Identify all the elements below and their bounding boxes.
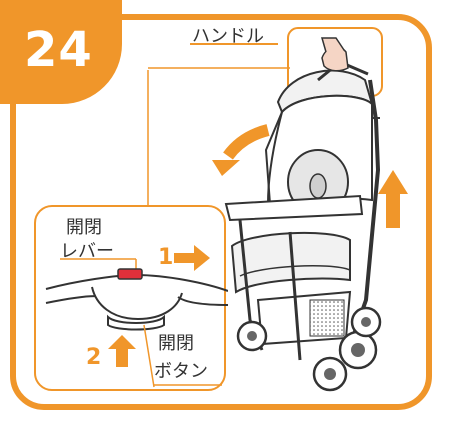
open-close-button <box>107 314 165 331</box>
step1-number: 1 <box>158 245 174 270</box>
lever-button-detail <box>45 245 228 388</box>
step2-number: 2 <box>86 345 102 370</box>
wheel-front-left <box>236 320 268 352</box>
bumper-bar <box>224 194 364 222</box>
step1-arrow <box>174 253 196 263</box>
lever-label-line1: 開閉 <box>66 217 102 238</box>
lever-label-line2: レバー <box>60 241 114 262</box>
basket-mesh <box>309 299 345 337</box>
button-label-line2: ボタン <box>154 361 208 382</box>
step-number: 24 <box>24 22 93 78</box>
wheel-front-right <box>312 356 348 392</box>
open-close-lever <box>117 268 143 280</box>
button-label-line1: 開閉 <box>158 333 194 354</box>
step-badge: 24 <box>0 0 122 104</box>
wheel-rear-left <box>338 330 378 370</box>
wheel-rear-right <box>350 306 382 338</box>
handle-label: ハンドル <box>192 26 264 47</box>
step2-arrow <box>116 347 128 367</box>
lift-arrow <box>386 192 400 228</box>
housing <box>91 286 183 321</box>
fold-direction-arrow <box>223 124 270 160</box>
detail-inset: 開閉 レバー 1 2 開閉 ボタン <box>34 205 228 391</box>
